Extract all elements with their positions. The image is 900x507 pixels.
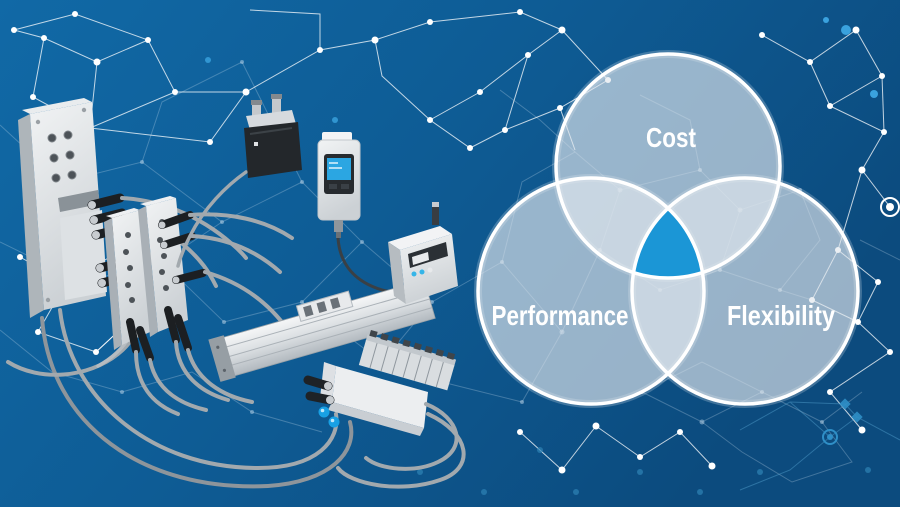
venn-label-cost: Cost: [646, 122, 696, 153]
venn-label-flexibility: Flexibility: [727, 300, 835, 331]
network-dots-bright: [11, 9, 893, 474]
network-accent-nodes: [205, 17, 900, 495]
venn-label-performance: Performance: [492, 300, 629, 331]
linear-actuator-axis: [208, 279, 436, 382]
valve-terminal-pair: [104, 196, 294, 416]
pressure-regulator-black: [176, 94, 302, 268]
sensor-with-blue-display: [317, 132, 422, 294]
valve-manifold: [303, 329, 466, 489]
venn-diagram: Cost Performance Flexibility: [474, 50, 862, 408]
servo-drive-unit: [388, 202, 458, 304]
product-illustrations: [6, 94, 466, 489]
